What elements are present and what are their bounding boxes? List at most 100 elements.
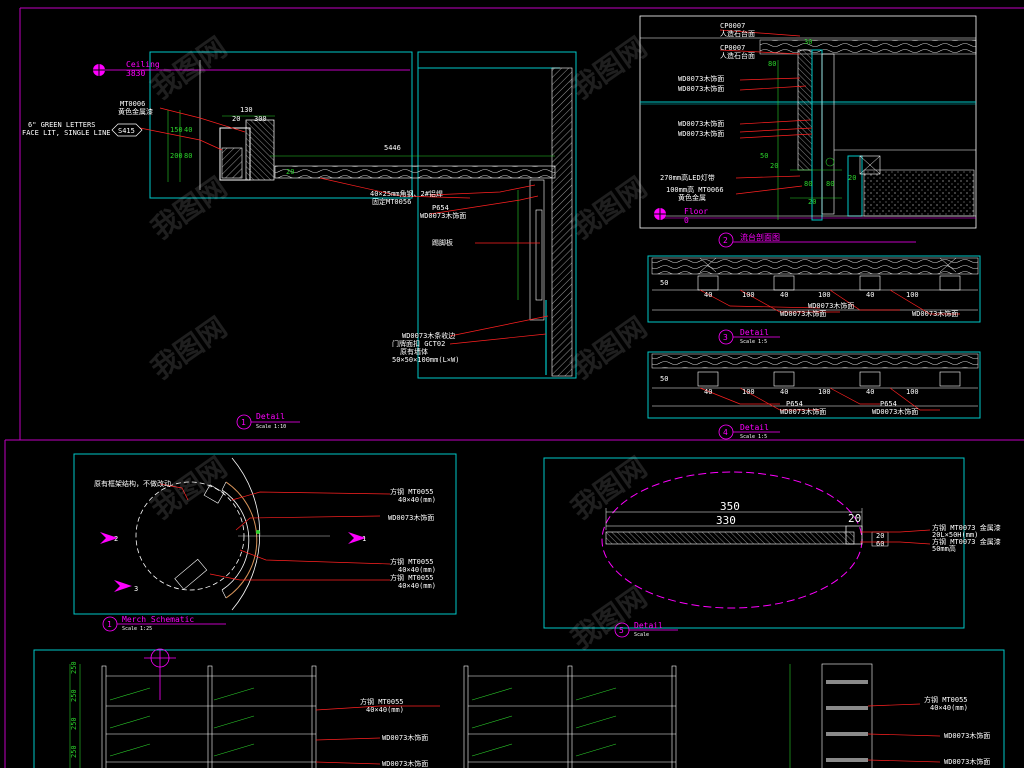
d3-note-2: WD0073木饰面 <box>780 309 826 318</box>
merch-schematic-text: 原有框架结构，不做改动 方钢 MT0055 40×40(mm) WD0073木饰… <box>94 479 436 593</box>
merch-note-8: 40×40(mm) <box>398 582 436 590</box>
detail-3-drawing <box>647 255 981 323</box>
d5-note-3: 方钢 MT0073 金属漆 <box>932 537 1001 546</box>
elev-note-7: WD0073木饰面 <box>944 731 990 740</box>
watermark-9: 我图网 <box>145 451 233 526</box>
elev-note-6: 40×40(mm) <box>930 704 968 712</box>
dim-left-1: 150 <box>170 126 183 134</box>
merch-note-7: 方钢 MT0055 <box>390 573 434 582</box>
d2-dim-3: 50 <box>760 152 768 160</box>
detail-2-title: 2 流台剖面图 <box>718 232 916 248</box>
d2-dim-1: 30 <box>804 38 812 46</box>
d3-dim-1: 40 <box>704 291 712 299</box>
d3-dim-left: 50 <box>660 279 668 287</box>
detail-4-text: 50 40 100 40 100 40 100 P654 WD0073木饰面 P… <box>660 375 919 416</box>
elev-dim-4: 250 <box>70 745 78 758</box>
detail-4-title: 4 Detail Scale 1:5 <box>718 423 780 440</box>
d3-note-1: WD0073木饰面 <box>808 301 854 310</box>
dim-left-3: 40 <box>184 126 192 134</box>
floor-value: 0 <box>684 216 689 225</box>
note-mid: 踢脚板 <box>432 238 453 247</box>
d5-dim-inner: 330 <box>716 514 736 527</box>
merch-note-5: 方钢 MT0055 <box>390 557 434 566</box>
detail-4-drawing <box>647 351 981 419</box>
floor-label: Floor <box>684 207 708 216</box>
merch-scale: Scale 1:25 <box>122 626 152 632</box>
d3-dim-5: 40 <box>866 291 874 299</box>
d4-note-3: P654 <box>880 400 897 408</box>
mt-desc: 黄色金属漆 <box>118 107 153 116</box>
detail-1-title: 1 Detail Scale 1:10 <box>236 412 300 430</box>
watermark-7: 我图网 <box>565 451 653 526</box>
note-lower-2: 门牌面扣 GCT02 <box>392 339 445 348</box>
d3-dim-4: 100 <box>818 291 831 299</box>
merch-marker-2: 2 <box>114 535 118 543</box>
note-lower-4: 50×50×100mm(L×W) <box>392 356 459 364</box>
detail-5-name: Detail <box>634 621 663 630</box>
d5-note-4: 50mm高 <box>932 544 956 553</box>
detail-3-name: Detail <box>740 328 769 337</box>
dim-long: 5446 <box>384 144 401 152</box>
d3-dim-3: 40 <box>780 291 788 299</box>
dim-top-3: 300 <box>254 115 267 123</box>
watermark-3: 我图网 <box>145 311 233 386</box>
d5-dim-small-1: 20 <box>876 532 884 540</box>
dim-left-4: 80 <box>184 152 192 160</box>
merch-marker-3: 3 <box>134 585 138 593</box>
merch-note-6: 40×40(mm) <box>398 566 436 574</box>
note-bottom-2: WD0073木饰面 <box>420 211 466 220</box>
d4-dim-6: 100 <box>906 388 919 396</box>
d2-dim-6: 80 <box>804 180 812 188</box>
d4-note-2: WD0073木饰面 <box>780 407 826 416</box>
detail-1-scale: Scale 1:10 <box>256 424 286 430</box>
elev-note-8: WD0073木饰面 <box>944 757 990 766</box>
detail-5-num: 5 <box>619 626 624 635</box>
d3-dim-2: 100 <box>742 291 755 299</box>
green-letters-line2: FACE LIT, SINGLE LINE <box>22 129 111 137</box>
elev-note-1: 方钢 MT0055 <box>360 697 404 706</box>
note-lower-1: WD0073木条收边 <box>402 331 455 340</box>
d2-note-1: WD0073木饰面 <box>678 74 724 83</box>
detail-3-scale: Scale 1:5 <box>740 339 767 345</box>
merch-marker-1: 1 <box>362 535 366 543</box>
detail-2-drawing <box>639 15 977 229</box>
detail-4-name: Detail <box>740 423 769 432</box>
note-lower-3: 原有墙体 <box>400 347 428 356</box>
watermark-2: 我图网 <box>145 171 233 246</box>
watermark-8: 我图网 <box>565 581 653 656</box>
d4-dim-2: 100 <box>742 388 755 396</box>
sheet-borders <box>4 7 1024 768</box>
detail-5-title: 5 Detail Scale <box>614 621 678 638</box>
merch-schematic-title: 1 Merch Schematic Scale 1:25 <box>102 615 226 632</box>
detail-1-num: 1 <box>241 418 246 427</box>
merch-num: 1 <box>107 620 112 629</box>
d2-note-7: 黄色金属 <box>678 193 706 202</box>
dim-left-2: 200 <box>170 152 183 160</box>
dim-side: 20 <box>286 168 294 176</box>
detail-2-num: 2 <box>723 236 728 245</box>
d2-top-code-2: CP0007 <box>720 44 745 52</box>
elev-note-3: WD0073木饰面 <box>382 733 428 742</box>
merch-note-1: 原有框架结构，不做改动 <box>94 479 171 488</box>
merch-note-3: 40×40(mm) <box>398 496 436 504</box>
merch-note-2: 方钢 MT0055 <box>390 487 434 496</box>
ceiling-value: 3830 <box>126 69 145 78</box>
elev-note-2: 40×40(mm) <box>366 706 404 714</box>
elev-note-5: 方钢 MT0055 <box>924 695 968 704</box>
note-right-1: 40×25mm角钢、2#铝焊 <box>370 189 443 198</box>
dim-top-2: 20 <box>232 115 240 123</box>
elevation-drawing <box>33 648 1005 768</box>
elev-dim-3: 250 <box>70 717 78 730</box>
d4-dim-1: 40 <box>704 388 712 396</box>
dim-top-1: 130 <box>240 106 253 114</box>
green-letters-line1: 6" GREEN LETTERS <box>28 121 95 129</box>
detail-1-drawing <box>93 51 577 379</box>
d4-dim-4: 100 <box>818 388 831 396</box>
merch-schematic-drawing <box>73 453 457 615</box>
elev-note-4: WD0073木饰面 <box>382 759 428 768</box>
d5-note-1: 方钢 MT0073 金属漆 <box>932 523 1001 532</box>
merch-note-4: WD0073木饰面 <box>388 513 434 522</box>
d4-dim-5: 40 <box>866 388 874 396</box>
detail-4-num: 4 <box>723 428 728 437</box>
